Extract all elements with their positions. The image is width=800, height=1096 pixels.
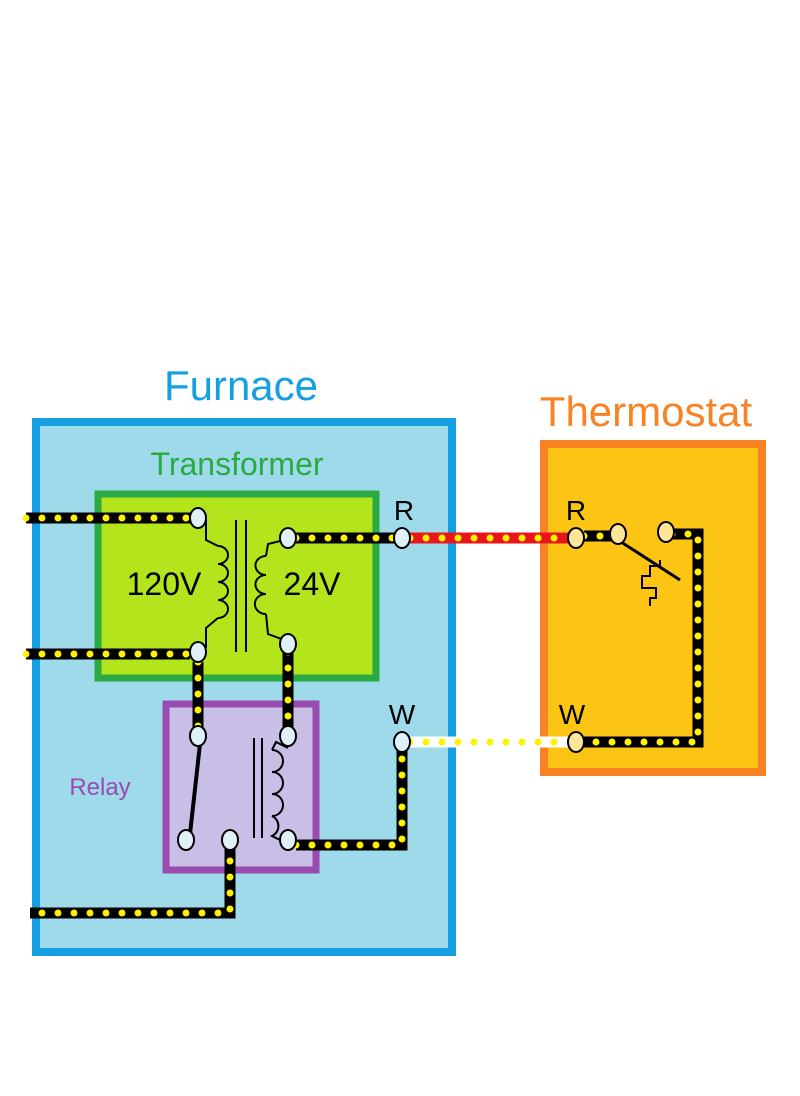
terminal-thermostat-w (567, 731, 585, 753)
wire-thermostat-switch-to-w (580, 528, 704, 748)
terminal-thermostat-r (567, 527, 585, 549)
primary-winding (217, 545, 229, 619)
terminal-thermostat-switch-right (657, 521, 675, 543)
thermostat-label: Thermostat (540, 388, 753, 435)
terminal-relay-coil-top (279, 725, 297, 747)
transformer-label: Transformer (150, 446, 323, 482)
terminal-furnace-r (393, 527, 411, 549)
furnace-label: Furnace (164, 362, 318, 409)
thermostat-w-label: W (559, 699, 586, 730)
terminal-secondary-bottom (279, 633, 297, 655)
bimetal-strip-icon (641, 560, 661, 606)
thermostat-box (540, 440, 766, 776)
primary-voltage-label: 120V (127, 566, 202, 602)
terminal-relay-coil-bottom (279, 829, 297, 851)
furnace-w-label: W (389, 699, 416, 730)
terminal-thermostat-switch-left (609, 523, 627, 545)
terminal-secondary-top (279, 527, 297, 549)
furnace-r-label: R (394, 495, 414, 526)
relay-contact-arm (188, 743, 202, 835)
relay-symbol (188, 738, 289, 841)
relay-label: Relay (69, 774, 130, 801)
secondary-voltage-label: 24V (284, 566, 342, 602)
terminal-furnace-w (393, 731, 411, 753)
thermostat-r-label: R (566, 495, 586, 526)
wire-relay-coil-to-furnace-w (292, 744, 408, 851)
relay-coil-winding (269, 749, 288, 841)
secondary-winding (253, 555, 267, 615)
transformer-symbol (205, 520, 285, 652)
wires (22, 512, 704, 919)
terminal-primary-bottom (189, 641, 207, 663)
terminal-primary-top (189, 507, 207, 529)
thermostat-switch-blade (617, 538, 681, 582)
terminal-relay-contact-left (177, 829, 195, 851)
terminal-relay-contact-right (221, 829, 239, 851)
terminal-relay-contact-top (189, 725, 207, 747)
terminals (177, 507, 675, 851)
thermostat-switch (617, 538, 681, 606)
wire-relay-to-load-output (26, 841, 236, 919)
